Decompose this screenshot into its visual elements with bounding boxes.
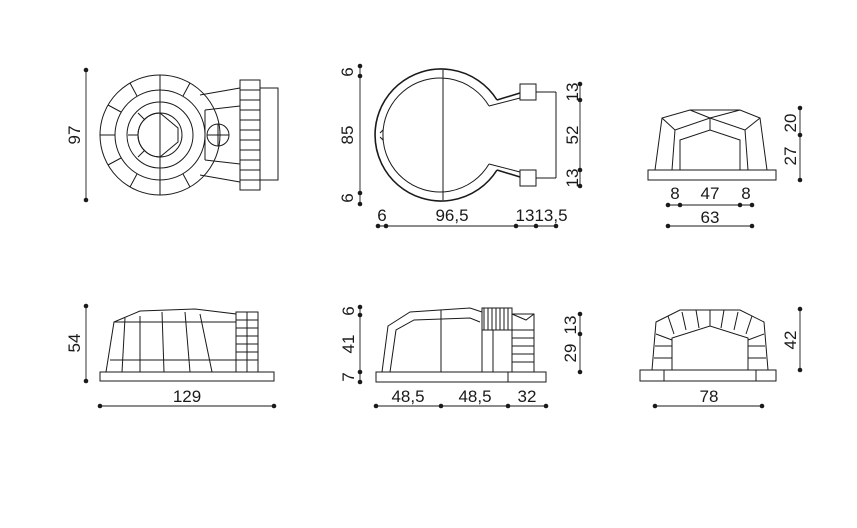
dim-sec-w-c: 32 [518, 387, 537, 406]
dim-right-top: 13 [563, 83, 582, 102]
dim-front-b: 47 [701, 184, 720, 203]
front-view: 8 47 8 63 20 27 [647, 105, 803, 229]
dim-rear-height: 42 [781, 331, 800, 350]
dim-bot-c: 13 [516, 206, 535, 225]
side-section: 6 41 7 13 [339, 304, 583, 409]
dim-rear-width: 78 [700, 387, 719, 406]
dim-front-total: 63 [701, 208, 720, 227]
plan-view: 97 [65, 67, 279, 203]
dim-sec-l-mid: 41 [339, 335, 358, 354]
plan-section: 6 85 6 13 52 13 6 96,5 [338, 63, 583, 229]
dim-side-height: 54 [65, 334, 84, 353]
dim-sec-r-bot: 29 [561, 344, 580, 363]
dim-plan-height: 97 [65, 126, 84, 145]
dim-right-mid: 52 [563, 126, 582, 145]
dim-sec-w-a: 48,5 [391, 387, 424, 406]
dim-sec-r-top: 13 [561, 316, 580, 335]
dim-bot-d: 13,5 [534, 206, 567, 225]
dim-front-a: 8 [670, 184, 679, 203]
dim-right-bot: 13 [563, 169, 582, 188]
dim-left-top: 6 [338, 67, 357, 76]
dim-sec-w-b: 48,5 [458, 387, 491, 406]
dim-bot-a: 6 [377, 206, 386, 225]
dim-bot-b: 96,5 [435, 206, 468, 225]
rear-view: 42 78 [639, 306, 803, 409]
dim-left-mid: 85 [338, 126, 357, 145]
dim-side-width: 129 [173, 387, 201, 406]
dim-front-h-top: 20 [781, 114, 800, 133]
dim-sec-l-top: 6 [339, 306, 358, 315]
side-view: 54 129 [65, 303, 277, 409]
dim-front-c: 8 [741, 184, 750, 203]
dim-left-bot: 6 [338, 193, 357, 202]
dim-front-h-bot: 27 [781, 147, 800, 166]
dim-sec-l-bot: 7 [339, 372, 358, 381]
